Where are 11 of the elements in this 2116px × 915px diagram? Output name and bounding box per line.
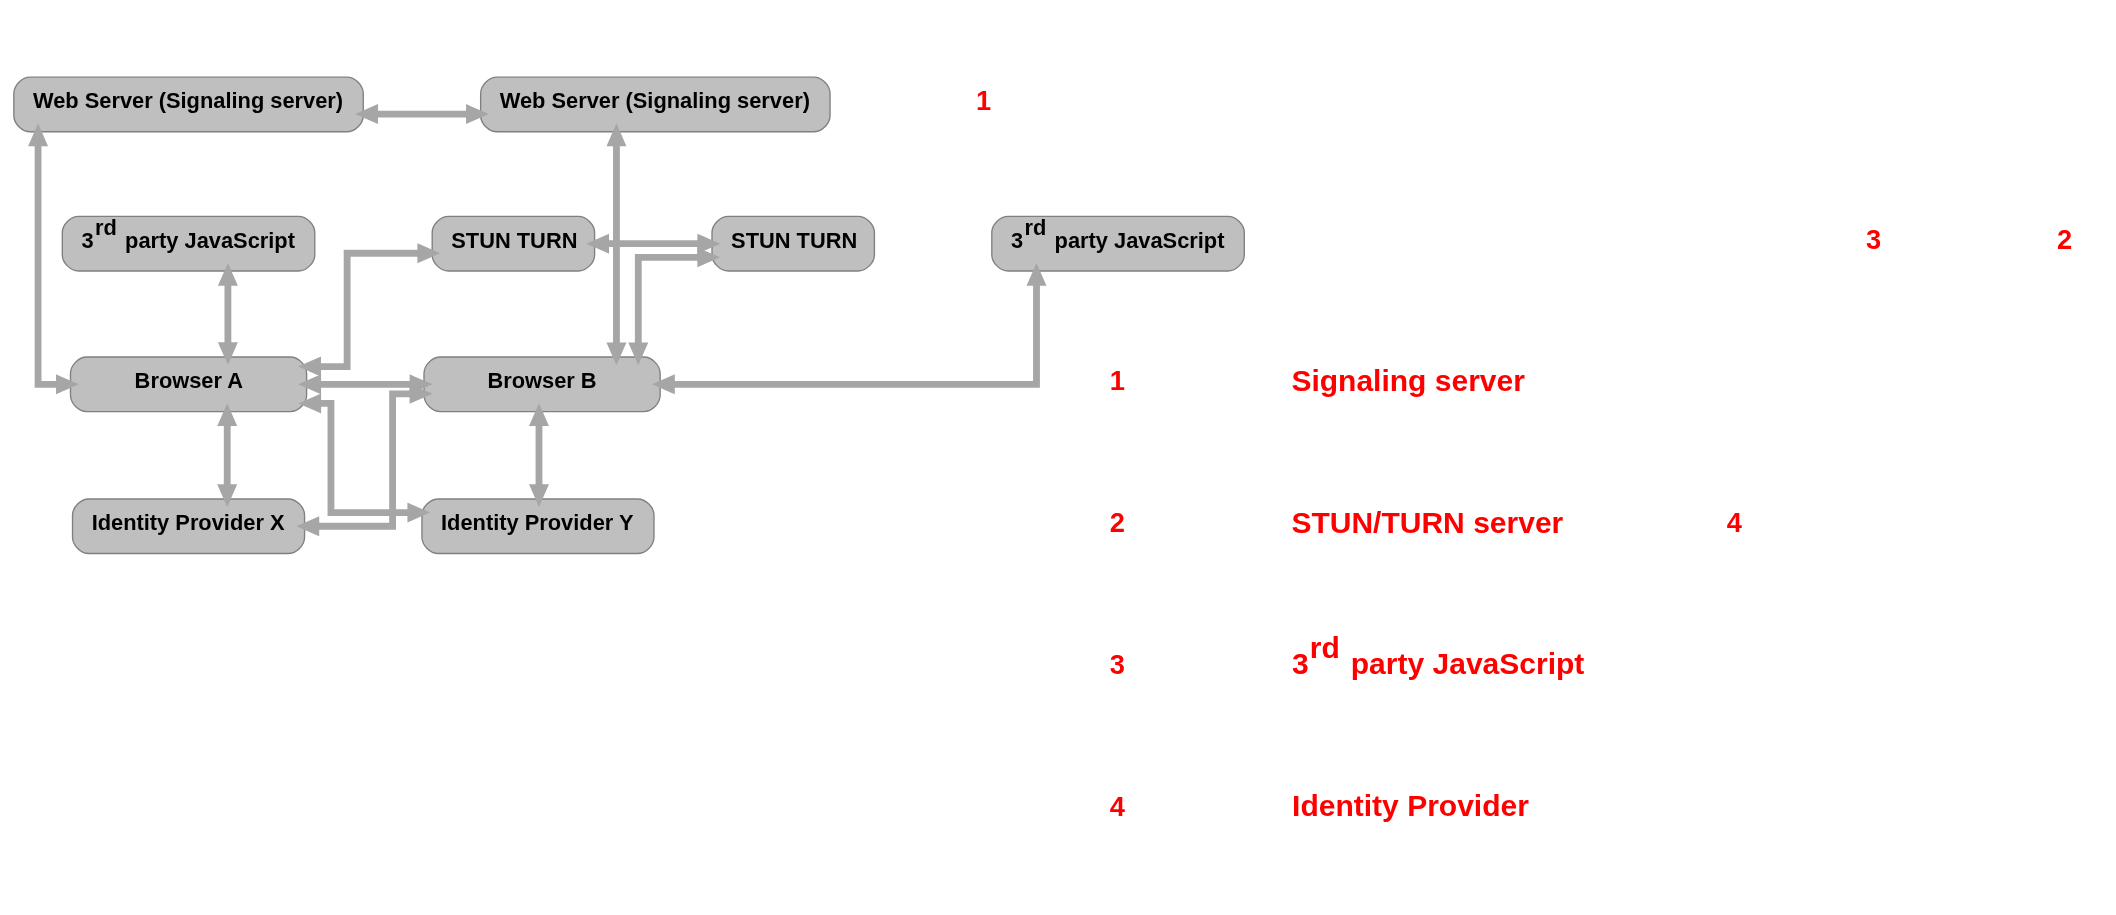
label: Signaling server — [1291, 363, 1525, 397]
label: 2 — [2057, 223, 2073, 255]
label: 3 — [1866, 223, 1882, 255]
label: STUN/TURN server — [1291, 505, 1564, 539]
label: 2 — [1109, 506, 1126, 538]
label: 3 — [1109, 648, 1126, 680]
label: 4 — [1109, 790, 1126, 822]
label: 4 — [1726, 506, 1742, 538]
label: 1 — [1109, 364, 1126, 396]
label: 1 — [976, 84, 992, 116]
label: Identity Provider — [1292, 788, 1529, 822]
